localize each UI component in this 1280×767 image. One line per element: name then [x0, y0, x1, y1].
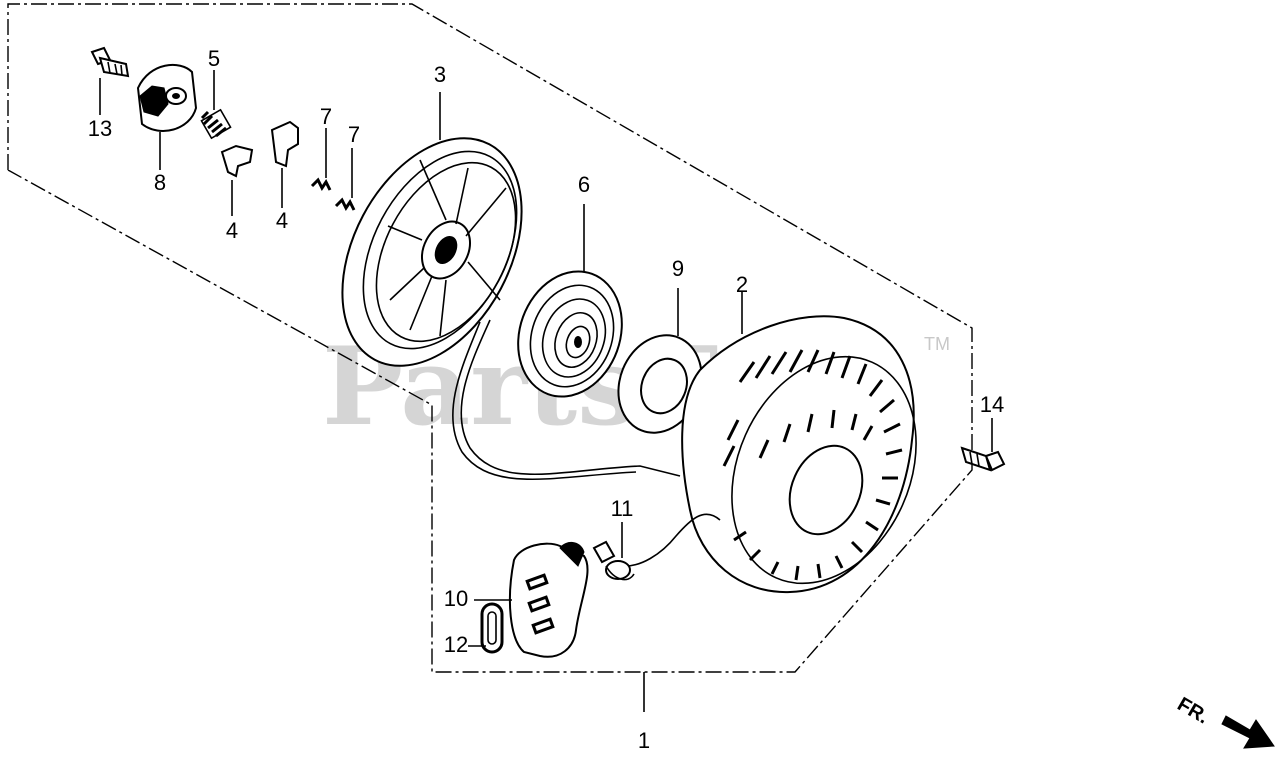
watermark-tm: TM: [924, 334, 950, 354]
front-indicator: FR.: [1174, 693, 1275, 749]
ratchet-4a: [220, 144, 254, 216]
callout-12: 12: [444, 632, 468, 657]
callout-14: 14: [980, 392, 1004, 417]
bolt-13: [90, 46, 130, 115]
ratchet-cover-8: [136, 64, 198, 170]
callout-9: 9: [672, 256, 684, 281]
starter-grip-10: [474, 542, 589, 658]
ratchet-spring-7a: [310, 128, 332, 191]
callout-8: 8: [154, 170, 166, 195]
callout-5: 5: [208, 46, 220, 71]
case-vent-slots: [722, 349, 903, 581]
callout-4a: 4: [226, 218, 238, 243]
ratchet-4b: [270, 120, 299, 208]
callout-7b: 7: [348, 122, 360, 147]
callout-13: 13: [88, 116, 112, 141]
starter-rope-11: [592, 522, 635, 581]
callout-2: 2: [736, 272, 748, 297]
grip-insert-12: [468, 602, 504, 654]
callout-4b: 4: [276, 208, 288, 233]
assembly-boundary: [7, 3, 973, 712]
spring-5: [200, 70, 232, 140]
callout-11: 11: [611, 496, 634, 521]
starter-case-2: [625, 292, 917, 594]
callout-6: 6: [578, 172, 590, 197]
callout-labels: 13 8 5 4 4 7 7 3 6 9 2 14 11 10 12 1: [88, 46, 1004, 753]
front-indicator-label: FR.: [1174, 693, 1213, 728]
callout-10: 10: [444, 586, 468, 611]
callout-3: 3: [434, 62, 446, 87]
callout-1: 1: [638, 728, 650, 753]
flange-bolt-14: [960, 418, 1006, 472]
ratchet-spring-7b: [334, 148, 356, 211]
spring-cover-9: [617, 288, 703, 434]
callout-7a: 7: [320, 104, 332, 129]
recoil-spring-6: [517, 204, 623, 398]
reel-3: [341, 92, 681, 481]
front-arrow-icon: [1221, 715, 1275, 749]
